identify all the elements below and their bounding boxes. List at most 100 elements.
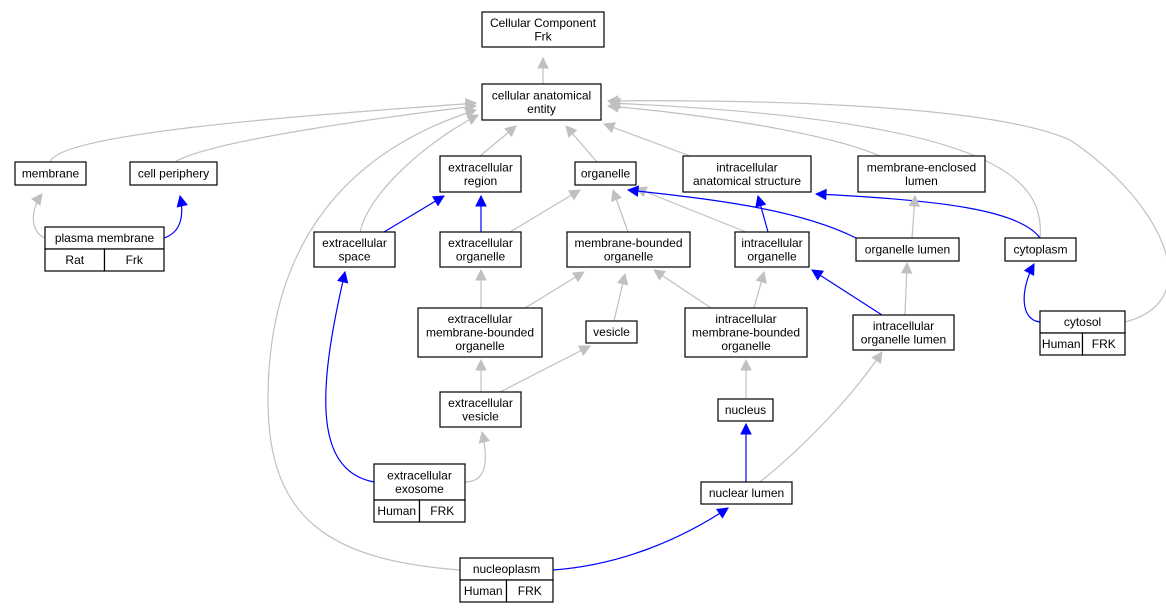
arrowhead-icon [716, 507, 729, 519]
arrowhead-icon [568, 189, 581, 201]
node-label: intracellular [873, 319, 934, 333]
node-label: Cellular Component [490, 16, 597, 30]
arrowhead-icon [565, 125, 578, 138]
node-label: vesicle [593, 325, 630, 339]
edge-extracellular-exosome-to-extracellular-space [325, 270, 375, 483]
node-label: nucleoplasm [473, 562, 540, 576]
edge-nucleus-to-intracellular-membrane-bounded-organelle [740, 358, 752, 399]
edge-intracellular-organelle-lumen-to-intracellular-organelle [811, 269, 883, 316]
node-label: vesicle [462, 409, 499, 423]
node-label: organelle [455, 339, 505, 353]
arrowhead-icon [616, 272, 629, 286]
edge-nuclear-lumen-to-intracellular-organelle-lumen [759, 351, 883, 483]
annotation-species: Human [464, 584, 503, 598]
edge-extracellular-membrane-bounded-organelle-to-membrane-bounded-organelle [524, 271, 585, 309]
node-label: intracellular [716, 160, 777, 174]
node-membrane[interactable]: membrane [14, 161, 87, 186]
node-cytoplasm[interactable]: cytoplasm [1004, 237, 1077, 262]
node-label: cytosol [1064, 315, 1101, 329]
arrowhead-icon [1023, 263, 1035, 276]
node-label: region [464, 174, 497, 188]
edge-cytosol-to-cytoplasm [1023, 263, 1041, 323]
node-label: cell periphery [138, 167, 209, 181]
arrowhead-icon [811, 269, 824, 281]
node-cell-periphery[interactable]: cell periphery [129, 161, 218, 186]
arrowhead-icon [475, 194, 487, 207]
edge-cytoplasm-to-intracellular-anatomical-structure [814, 188, 1041, 239]
edge-extracellular-space-to-cellular-anatomical-entity [359, 114, 479, 233]
edge-intracellular-membrane-bounded-organelle-to-intracellular-organelle [753, 270, 767, 309]
arrowhead-icon [814, 188, 827, 201]
arrowhead-icon [475, 268, 487, 281]
edge-extracellular-membrane-bounded-organelle-to-extracellular-organelle [475, 268, 487, 308]
edge-extracellular-space-to-extracellular-region [383, 195, 445, 233]
edge-intracellular-anatomical-structure-to-cellular-anatomical-entity [602, 122, 691, 157]
edge-membrane-enclosed-lumen-to-cellular-anatomical-entity [606, 101, 881, 157]
arrowhead-icon [537, 56, 549, 69]
arrowhead-icon [504, 125, 517, 138]
node-label: Frk [534, 29, 552, 43]
node-organelle[interactable]: organelle [574, 161, 637, 186]
arrowhead-icon [466, 114, 479, 126]
node-nuclear-lumen[interactable]: nuclear lumen [700, 481, 793, 505]
node-nucleus[interactable]: nucleus [717, 398, 774, 422]
edge-intracellular-membrane-bounded-organelle-to-membrane-bounded-organelle [653, 269, 712, 309]
annotation-gene: Frk [126, 253, 144, 267]
edge-organelle-lumen-to-membrane-enclosed-lumen [908, 194, 921, 239]
node-label: plasma membrane [55, 231, 155, 245]
node-label: organelle lumen [861, 332, 946, 346]
annotation-gene: FRK [518, 584, 542, 598]
arrowhead-icon [478, 430, 491, 444]
node-label: organelle [581, 167, 631, 181]
node-label: exosome [395, 482, 444, 496]
node-label: entity [527, 102, 556, 116]
edge-nuclear-lumen-to-nucleus [740, 422, 752, 482]
edge-extracellular-organelle-to-organelle [509, 189, 581, 233]
arrowhead-icon [611, 188, 623, 202]
arrowhead-icon [31, 193, 43, 206]
edge-plasma-membrane-to-membrane [31, 193, 46, 239]
node-label: space [338, 249, 370, 263]
node-label: membrane-bounded [692, 326, 800, 340]
arrowhead-icon [908, 194, 921, 207]
edge-cellular-anatomical-entity-to-cellular-component [537, 56, 549, 84]
annotation-row[interactable]: Human FRK [459, 579, 554, 603]
node-label: nuclear lumen [709, 486, 784, 500]
node-organelle-lumen[interactable]: organelle lumen [855, 237, 960, 262]
node-label: membrane-bounded [574, 236, 682, 250]
edge-intracellular-organelle-lumen-to-organelle-lumen [900, 261, 913, 316]
arrowhead-icon [432, 195, 445, 207]
node-label: intracellular [741, 236, 802, 250]
node-label: extracellular [322, 236, 387, 250]
annotation-gene: FRK [1092, 337, 1116, 351]
annotation-species: Human [377, 504, 416, 518]
node-label: cellular anatomical [492, 88, 591, 102]
arrowhead-icon [602, 122, 616, 134]
edge-intracellular-organelle-to-organelle [634, 186, 747, 233]
node-vesicle[interactable]: vesicle [585, 320, 638, 344]
edge-cell-periphery-to-cellular-anatomical-entity [174, 101, 478, 163]
edge-vesicle-to-membrane-bounded-organelle [613, 272, 629, 322]
node-label: extracellular [448, 312, 513, 326]
